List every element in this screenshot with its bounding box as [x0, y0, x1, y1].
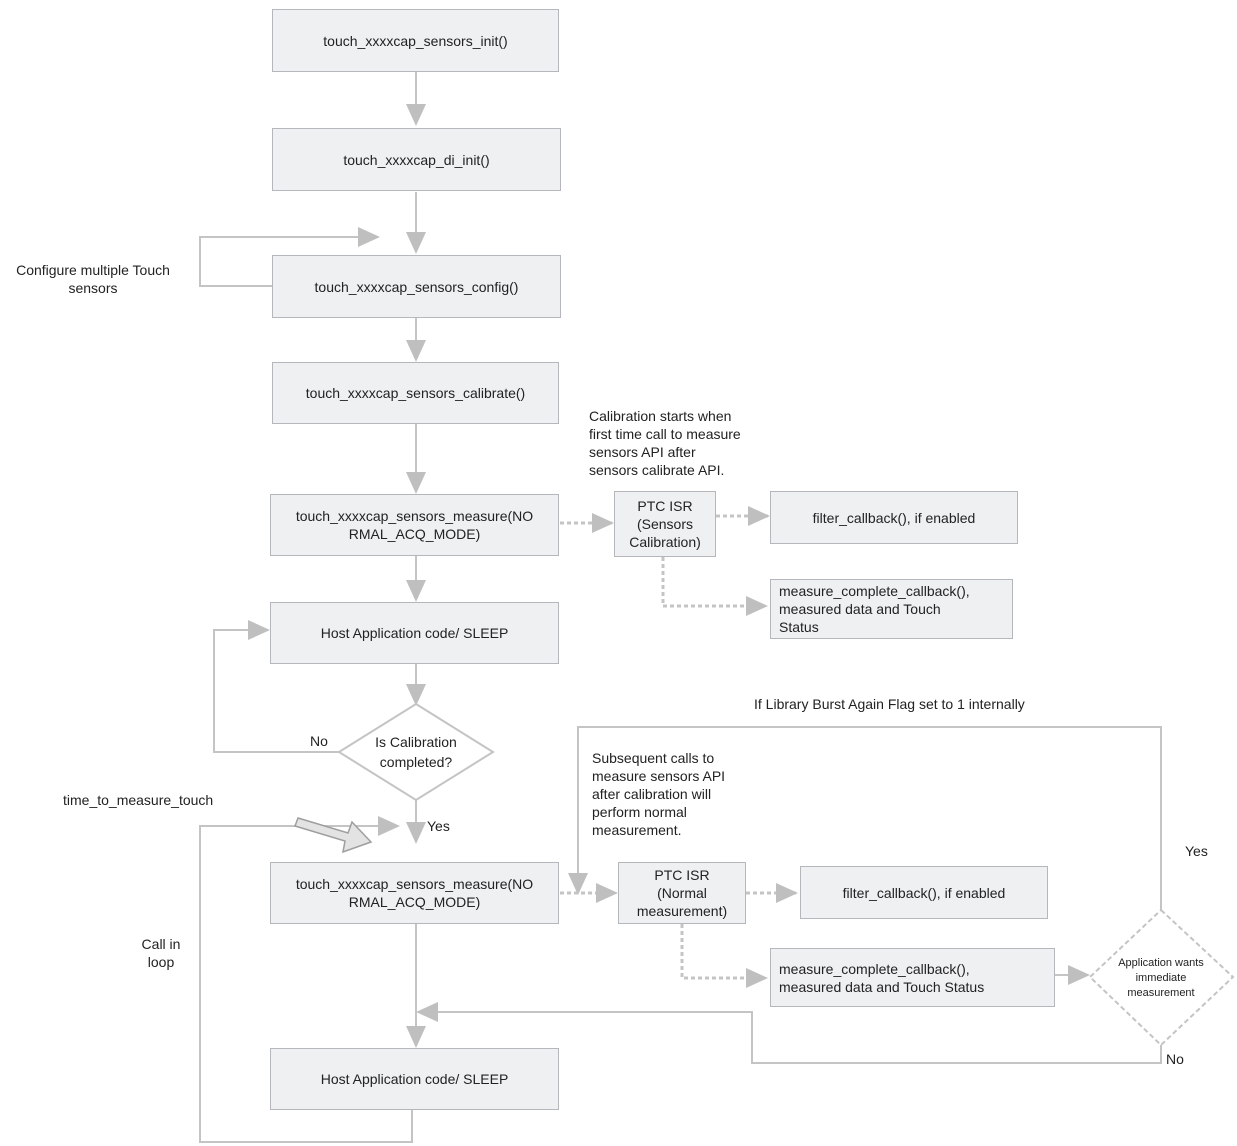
step-measure-loop-label: touch_xxxxcap_sensors_measure(NO RMAL_AC…: [295, 876, 534, 910]
diamond-calibration-completed: [337, 702, 495, 802]
decision-calibration-completed: Is Calibration completed?: [375, 734, 457, 770]
step-sensors-config: touch_xxxxcap_sensors_config(): [272, 255, 561, 318]
branch-label-yes-immediate: Yes: [1185, 843, 1208, 859]
callback-measure-complete-normal: measure_complete_callback(), measured da…: [770, 948, 1055, 1007]
callback-filter-calibration: filter_callback(), if enabled: [770, 491, 1018, 544]
callback-filter-normal-label: filter_callback(), if enabled: [842, 884, 1006, 901]
branch-label-no-immediate: No: [1166, 1051, 1184, 1067]
branch-label-yes-calibration: Yes: [427, 818, 450, 834]
diamond-immediate-measurement: [1088, 908, 1235, 1047]
step-measure-first: touch_xxxxcap_sensors_measure(NO RMAL_AC…: [270, 494, 559, 556]
step-sensors-init-label: touch_xxxxcap_sensors_init(): [323, 32, 508, 49]
note-burst-again: If Library Burst Again Flag set to 1 int…: [754, 696, 1025, 712]
step-measure-first-label: touch_xxxxcap_sensors_measure(NO RMAL_AC…: [295, 508, 534, 542]
note-subsequent-calls: Subsequent calls to measure sensors API …: [592, 750, 726, 838]
step-di-init: touch_xxxxcap_di_init(): [272, 128, 561, 191]
step-sensors-calibrate-label: touch_xxxxcap_sensors_calibrate(): [305, 385, 526, 401]
note-configure-multiple: Configure multiple Touch sensors: [16, 262, 170, 296]
step-sensors-config-label: touch_xxxxcap_sensors_config(): [314, 278, 519, 295]
isr-normal-label: PTC ISR (Normal measurement): [636, 867, 728, 919]
isr-normal: PTC ISR (Normal measurement): [618, 862, 746, 924]
isr-calibration-label: PTC ISR (Sensors Calibration): [629, 498, 701, 550]
callback-filter-calibration-label: filter_callback(), if enabled: [812, 509, 976, 526]
note-calibration-starts: Calibration starts when first time call …: [589, 408, 741, 478]
arrow-call-in-loop: [199, 816, 413, 1143]
step-sensors-calibrate: touch_xxxxcap_sensors_calibrate(): [272, 362, 559, 424]
step-host-app-first: Host Application code/ SLEEP: [270, 602, 559, 664]
step-host-app-loop: Host Application code/ SLEEP: [270, 1048, 559, 1110]
isr-calibration: PTC ISR (Sensors Calibration): [614, 491, 716, 557]
decision-immediate-measurement: Application wants immediate measurement: [1118, 956, 1204, 999]
step-sensors-init: touch_xxxxcap_sensors_init(): [272, 9, 559, 72]
step-measure-loop: touch_xxxxcap_sensors_measure(NO RMAL_AC…: [270, 862, 559, 924]
arrow-config-loop: [199, 227, 380, 287]
hollow-arrow-time-to-measure: [294, 817, 373, 854]
dashed-normal-isr-to-complete: [680, 924, 768, 988]
arrow-decision-no-loop: [213, 620, 365, 753]
arrow-immediate-no-back: [416, 1002, 1162, 1064]
arrow-immediate-yes-back: [568, 726, 1162, 910]
callback-filter-normal: filter_callback(), if enabled: [800, 866, 1048, 919]
callback-measure-complete-calibration: measure_complete_callback(), measured da…: [770, 579, 1013, 639]
note-call-in-loop: Call in loop: [141, 936, 181, 970]
callback-measure-complete-normal-label: measure_complete_callback(), measured da…: [779, 960, 985, 995]
dashed-cal-isr-to-complete: [661, 557, 768, 616]
step-di-init-label: touch_xxxxcap_di_init(): [343, 151, 490, 168]
callback-measure-complete-calibration-label: measure_complete_callback(), measured da…: [779, 583, 970, 635]
step-host-app-first-label: Host Application code/ SLEEP: [320, 625, 509, 641]
note-time-to-measure: time_to_measure_touch: [63, 792, 214, 808]
branch-label-no-calibration: No: [310, 733, 328, 749]
step-host-app-loop-label: Host Application code/ SLEEP: [320, 1071, 509, 1087]
